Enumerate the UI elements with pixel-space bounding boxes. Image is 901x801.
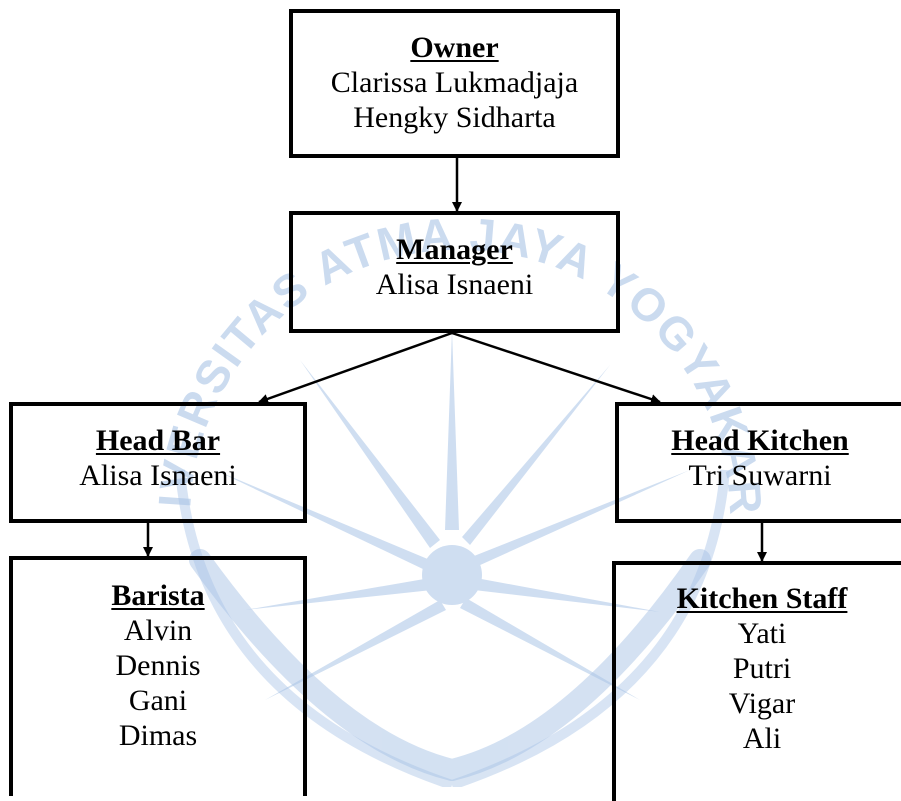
manager-to-head-bar-arrow [258,331,453,404]
kitchen-staff-member: Vigar [728,687,796,720]
head-bar-title: Head Bar [95,424,221,457]
barista-box: Barista Alvin Dennis Gani Dimas [9,556,307,796]
head-bar-member: Alisa Isnaeni [79,459,237,492]
head-bar-box: Head Bar Alisa Isnaeni [9,402,307,523]
barista-title: Barista [111,579,205,612]
owner-box: Owner Clarissa Lukmadjaja Hengky Sidhart… [289,9,620,158]
barista-member: Gani [128,684,188,717]
kitchen-staff-member: Putri [732,652,792,685]
barista-member: Dimas [118,719,198,752]
head-kitchen-title: Head Kitchen [671,424,849,457]
barista-member: Alvin [123,614,193,647]
owner-title: Owner [410,31,499,64]
kitchen-staff-member: Ali [742,722,782,755]
kitchen-staff-title: Kitchen Staff [676,582,848,615]
kitchen-staff-box: Kitchen Staff Yati Putri Vigar Ali [612,561,901,801]
head-kitchen-box: Head Kitchen Tri Suwarni [615,402,901,523]
kitchen-staff-member: Yati [737,617,787,650]
barista-member: Dennis [115,649,201,682]
owner-member: Clarissa Lukmadjaja [330,66,579,99]
manager-to-head-kitchen-arrow [451,331,661,404]
manager-box: Manager Alisa Isnaeni [289,211,620,333]
manager-title: Manager [396,233,513,266]
manager-member: Alisa Isnaeni [375,268,534,301]
head-kitchen-member: Tri Suwarni [688,459,832,492]
owner-member: Hengky Sidharta [353,101,556,134]
